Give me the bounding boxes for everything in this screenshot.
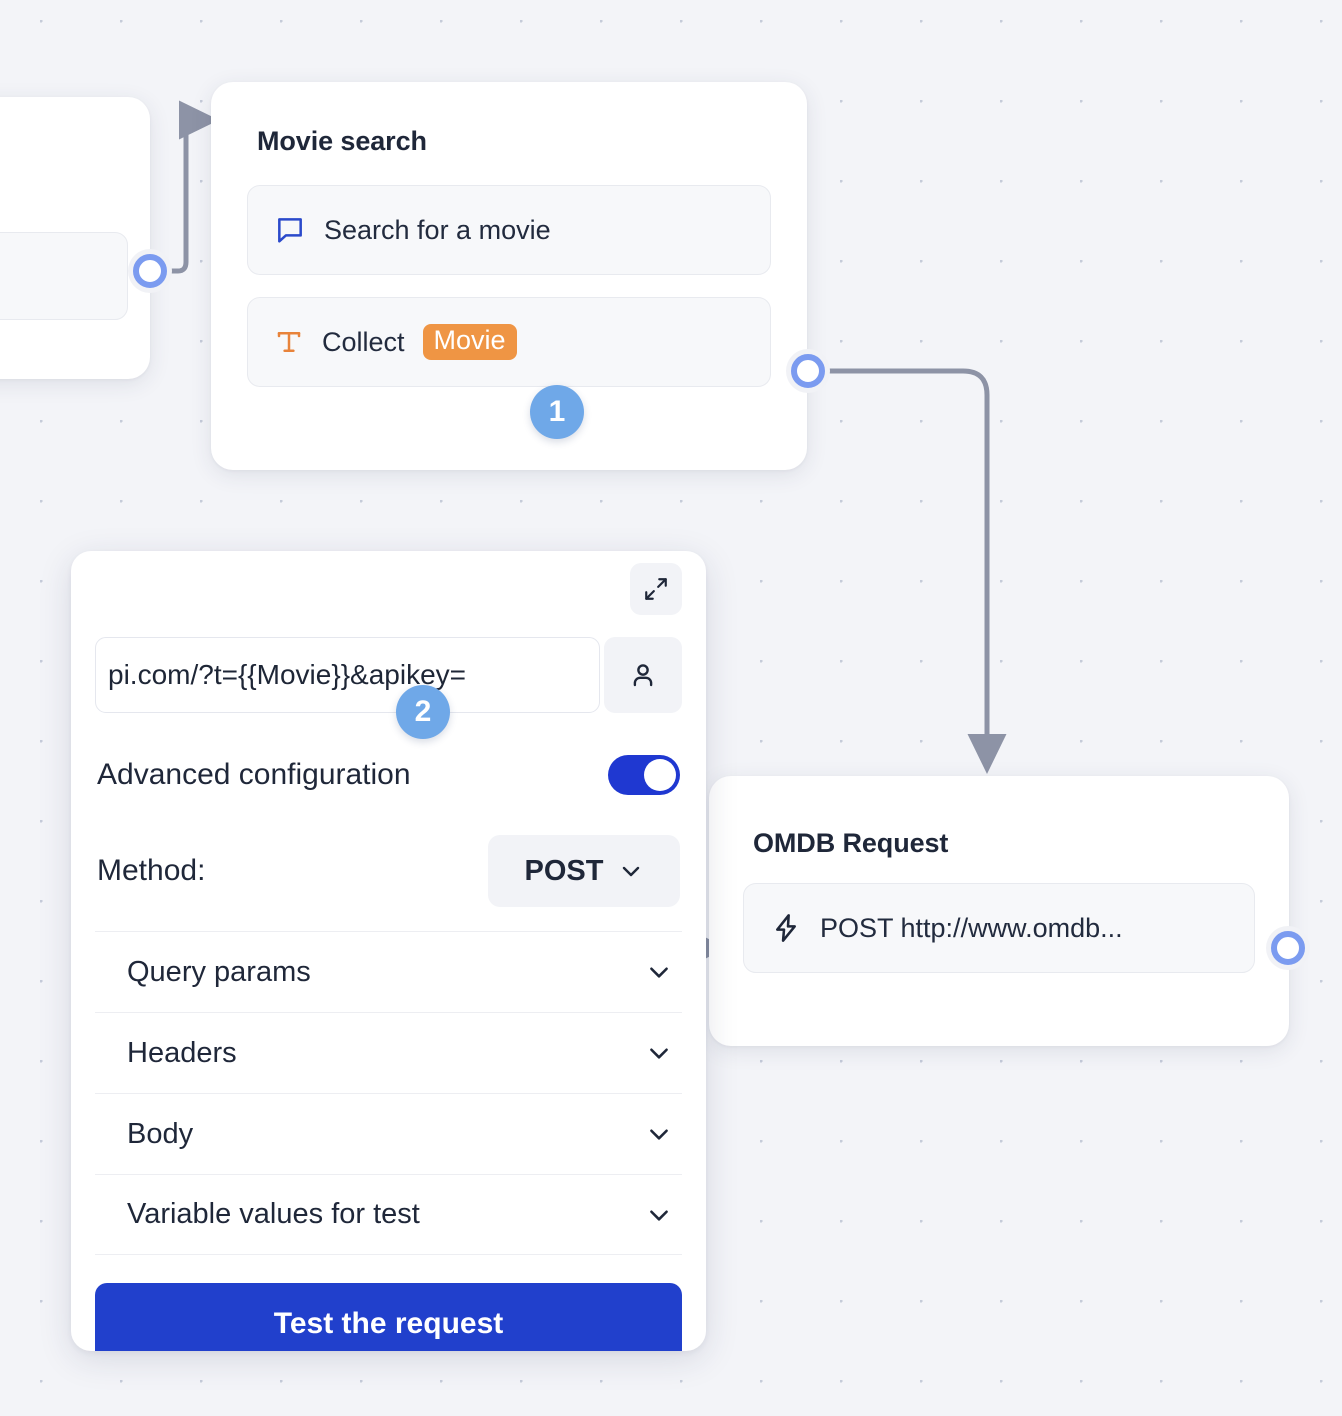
chevron-down-icon: [646, 1040, 672, 1066]
url-row: [95, 637, 682, 713]
chat-bubble-icon: [274, 214, 306, 246]
accordion-label: Headers: [127, 1036, 237, 1069]
node-row-label: POST http://www.omdb...: [820, 912, 1123, 943]
node-row-label: Search for a movie: [324, 214, 551, 245]
node-omdb-request[interactable]: OMDB Request POST http://www.omdb...: [709, 776, 1289, 1046]
variable-tag-movie[interactable]: Movie: [422, 324, 517, 360]
test-the-request-button[interactable]: Test the request: [95, 1283, 682, 1351]
method-label: Method:: [97, 854, 206, 887]
connection-port-previous[interactable]: [128, 249, 172, 293]
page-title-omdb-request: OMDB Request: [753, 828, 949, 858]
connection-port-movie-search-output[interactable]: [786, 349, 830, 393]
accordion-label: Variable values for test: [127, 1198, 420, 1230]
node-row-search-for-a-movie[interactable]: Search for a movie: [247, 185, 771, 275]
step-badge-1: 1: [530, 385, 584, 439]
advanced-configuration-row: Advanced configuration: [95, 755, 682, 795]
accordion-label: Query params: [127, 955, 311, 988]
lightning-bolt-icon: [770, 912, 802, 944]
node-row-collect-movie[interactable]: Collect Movie: [247, 297, 771, 387]
accordion-label: Body: [127, 1117, 194, 1150]
request-url-input[interactable]: [95, 637, 600, 713]
previous-node-card[interactable]: [0, 97, 150, 379]
step-badge-2: 2: [396, 685, 450, 739]
config-accordion: Query params Headers Body: [95, 931, 682, 1255]
node-movie-search[interactable]: Movie search Search for a movie Collect: [211, 82, 807, 470]
panel-toolbar: [95, 551, 682, 615]
method-dropdown[interactable]: POST: [488, 835, 680, 907]
accordion-item-headers[interactable]: Headers: [95, 1012, 682, 1093]
chevron-down-icon: [646, 1121, 672, 1147]
request-config-panel[interactable]: Advanced configuration Method: POST Quer…: [71, 551, 706, 1351]
accordion-item-query-params[interactable]: Query params: [95, 931, 682, 1012]
page-title-movie-search: Movie search: [257, 126, 427, 156]
person-icon-button[interactable]: [604, 637, 682, 713]
node-row-label: Collect: [322, 326, 405, 357]
node-row-post-request[interactable]: POST http://www.omdb...: [743, 883, 1255, 973]
connection-port-omdb-output[interactable]: [1266, 926, 1310, 970]
chevron-down-icon: [646, 959, 672, 985]
chevron-down-icon: [646, 1202, 672, 1228]
chevron-down-icon: [619, 859, 643, 883]
accordion-item-body[interactable]: Body: [95, 1093, 682, 1174]
expand-diagonal-icon-button[interactable]: [630, 563, 682, 615]
previous-node-row[interactable]: [0, 232, 128, 320]
method-value: POST: [524, 854, 604, 887]
advanced-configuration-toggle[interactable]: [608, 755, 680, 795]
method-row: Method: POST: [95, 835, 682, 907]
text-T-icon: [274, 327, 304, 357]
accordion-item-variable-values-for-test[interactable]: Variable values for test: [95, 1174, 682, 1255]
advanced-configuration-label: Advanced configuration: [97, 758, 411, 791]
